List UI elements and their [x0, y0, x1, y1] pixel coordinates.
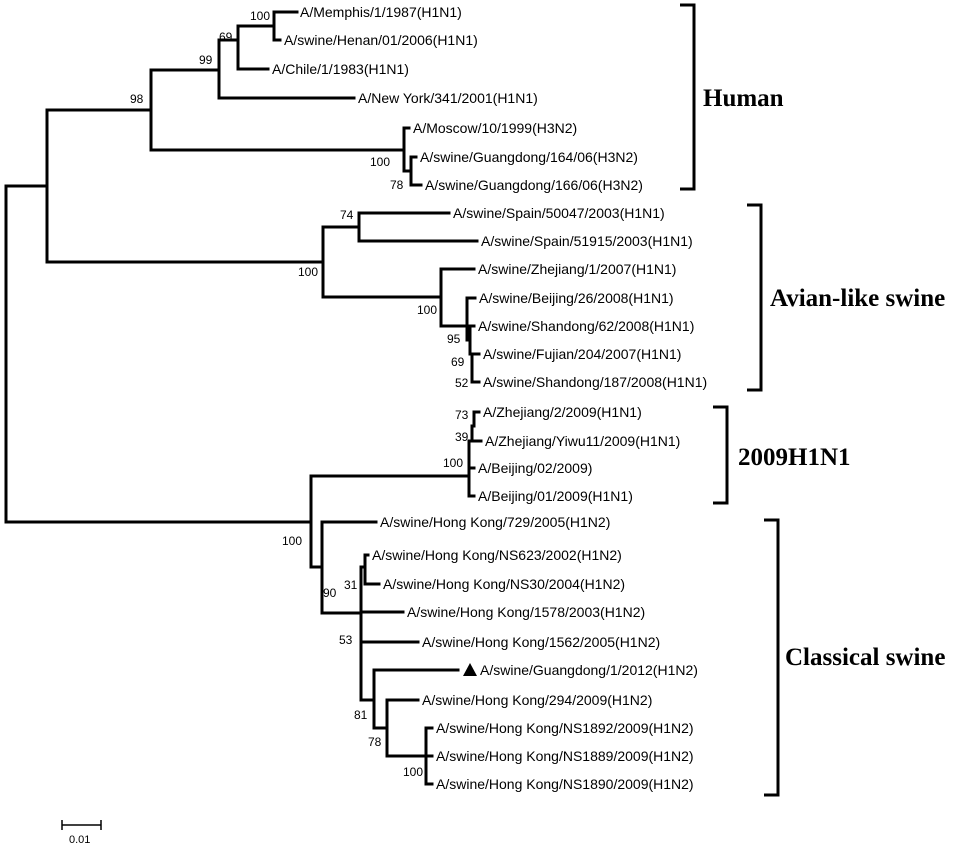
bootstrap-avian-like: 100	[298, 265, 318, 279]
leaf-hk729: A/swine/Hong Kong/729/2005(H1N2)	[380, 514, 610, 530]
branch-node-gd1-link	[359, 640, 376, 702]
bootstrap-ns623-ns30: 31	[344, 578, 358, 592]
bracket-2009	[713, 405, 729, 505]
bracket-human	[680, 3, 696, 191]
leaf-hkns30: A/swine/Hong Kong/NS30/2004(H1N2)	[383, 576, 625, 592]
leaf-hkns623: A/swine/Hong Kong/NS623/2002(H1N2)	[372, 547, 622, 563]
leaf-hk1578: A/swine/Hong Kong/1578/2003(H1N2)	[407, 604, 645, 620]
bootstrap-gd-h3n2-inner: 78	[390, 178, 404, 192]
bootstrap-hk1562-clade: 53	[339, 633, 353, 647]
bootstrap-china-avian: 100	[417, 303, 437, 317]
leaf-gd1: A/swine/Guangdong/1/2012(H1N2)	[480, 662, 698, 678]
leaf-hk1562: A/swine/Hong Kong/1562/2005(H1N2)	[422, 634, 660, 650]
bootstrap-gd1-clade: 81	[354, 708, 368, 722]
bootstrap-spain: 74	[340, 208, 354, 222]
clade-label-2009: 2009H1N1	[738, 444, 851, 471]
bootstrap-human-h1n1: 99	[199, 53, 213, 67]
clade-brackets: Human Avian-like swine 2009H1N1 Classica…	[680, 3, 945, 797]
scale-bar-label: 0.01	[69, 834, 90, 846]
leaf-spain51915: A/swine/Spain/51915/2003(H1N1)	[481, 233, 693, 249]
scale-bar-line	[61, 820, 102, 830]
leaf-chile: A/Chile/1/1983(H1N1)	[272, 61, 409, 77]
scale-bar: 0.01	[61, 820, 102, 846]
clade-label-avian-like: Avian-like swine	[770, 285, 945, 312]
bootstrap-shandong62-clade: 69	[451, 355, 465, 369]
bootstrap-h1n1-2009: 100	[443, 456, 463, 470]
leaf-beijing26: A/swine/Beijing/26/2008(H1N1)	[479, 290, 674, 306]
bootstrap-classical: 90	[323, 586, 337, 600]
tree-branches	[4, 10, 483, 786]
leaf-zhejiang1: A/swine/Zhejiang/1/2007(H1N1)	[478, 261, 676, 277]
leaf-memphis: A/Memphis/1/1987(H1N1)	[300, 4, 462, 20]
bootstrap-human: 98	[130, 92, 144, 106]
triangle-marker-icon	[463, 663, 477, 676]
leaf-shandong62: A/swine/Shandong/62/2008(H1N1)	[478, 318, 694, 334]
leaf-zhejiang2: A/Zhejiang/2/2009(H1N1)	[483, 404, 642, 420]
bootstrap-fujian-shandong187: 52	[455, 376, 469, 390]
bootstrap-hk294-clade: 78	[368, 735, 382, 749]
bootstrap-classical-2009: 100	[282, 534, 302, 548]
bootstrap-gd-h3n2-pair: 100	[370, 155, 390, 169]
bootstrap-ns-pair: 100	[403, 765, 423, 779]
bootstrap-memphis-henan: 100	[250, 9, 270, 23]
leaf-gd164: A/swine/Guangdong/164/06(H3N2)	[420, 149, 638, 165]
leaf-gd166: A/swine/Guangdong/166/06(H3N2)	[425, 177, 643, 193]
clade-label-human: Human	[703, 85, 784, 112]
leaf-moscow: A/Moscow/10/1999(H3N2)	[413, 120, 577, 136]
leaf-yiwu11: A/Zhejiang/Yiwu11/2009(H1N1)	[485, 433, 680, 449]
leaf-hkns1889: A/swine/Hong Kong/NS1889/2009(H1N2)	[436, 748, 694, 764]
bootstrap-zhejiang-pair: 73	[455, 408, 469, 422]
bracket-classical	[764, 518, 780, 797]
bootstrap-yiwu-clade: 39	[455, 430, 469, 444]
leaf-hkns1890: A/swine/Hong Kong/NS1890/2009(H1N2)	[436, 776, 694, 792]
bracket-avian-like	[747, 203, 763, 392]
leaf-hk294: A/swine/Hong Kong/294/2009(H1N2)	[422, 692, 652, 708]
leaf-newyork: A/New York/341/2001(H1N1)	[358, 90, 538, 106]
leaf-spain50047: A/swine/Spain/50047/2003(H1N1)	[453, 205, 665, 221]
bootstrap-memphis-henan-chile: 69	[219, 30, 233, 44]
leaf-henan: A/swine/Henan/01/2006(H1N1)	[284, 32, 478, 48]
bootstrap-beijing26-clade: 95	[447, 332, 461, 346]
leaf-beijing02: A/Beijing/02/2009)	[478, 460, 592, 476]
leaf-beijing01: A/Beijing/01/2009(H1N1)	[478, 488, 633, 504]
bootstrap-values: 100 69 99 98 100 78 74 100 100 95 69 52 …	[130, 9, 469, 779]
leaf-shandong187: A/swine/Shandong/187/2008(H1N1)	[483, 374, 707, 390]
clade-label-classical: Classical swine	[785, 644, 945, 671]
leaf-fujian204: A/swine/Fujian/204/2007(H1N1)	[483, 346, 681, 362]
leaf-labels: A/Memphis/1/1987(H1N1) A/swine/Henan/01/…	[272, 4, 707, 792]
leaf-hkns1892: A/swine/Hong Kong/NS1892/2009(H1N2)	[436, 720, 694, 736]
